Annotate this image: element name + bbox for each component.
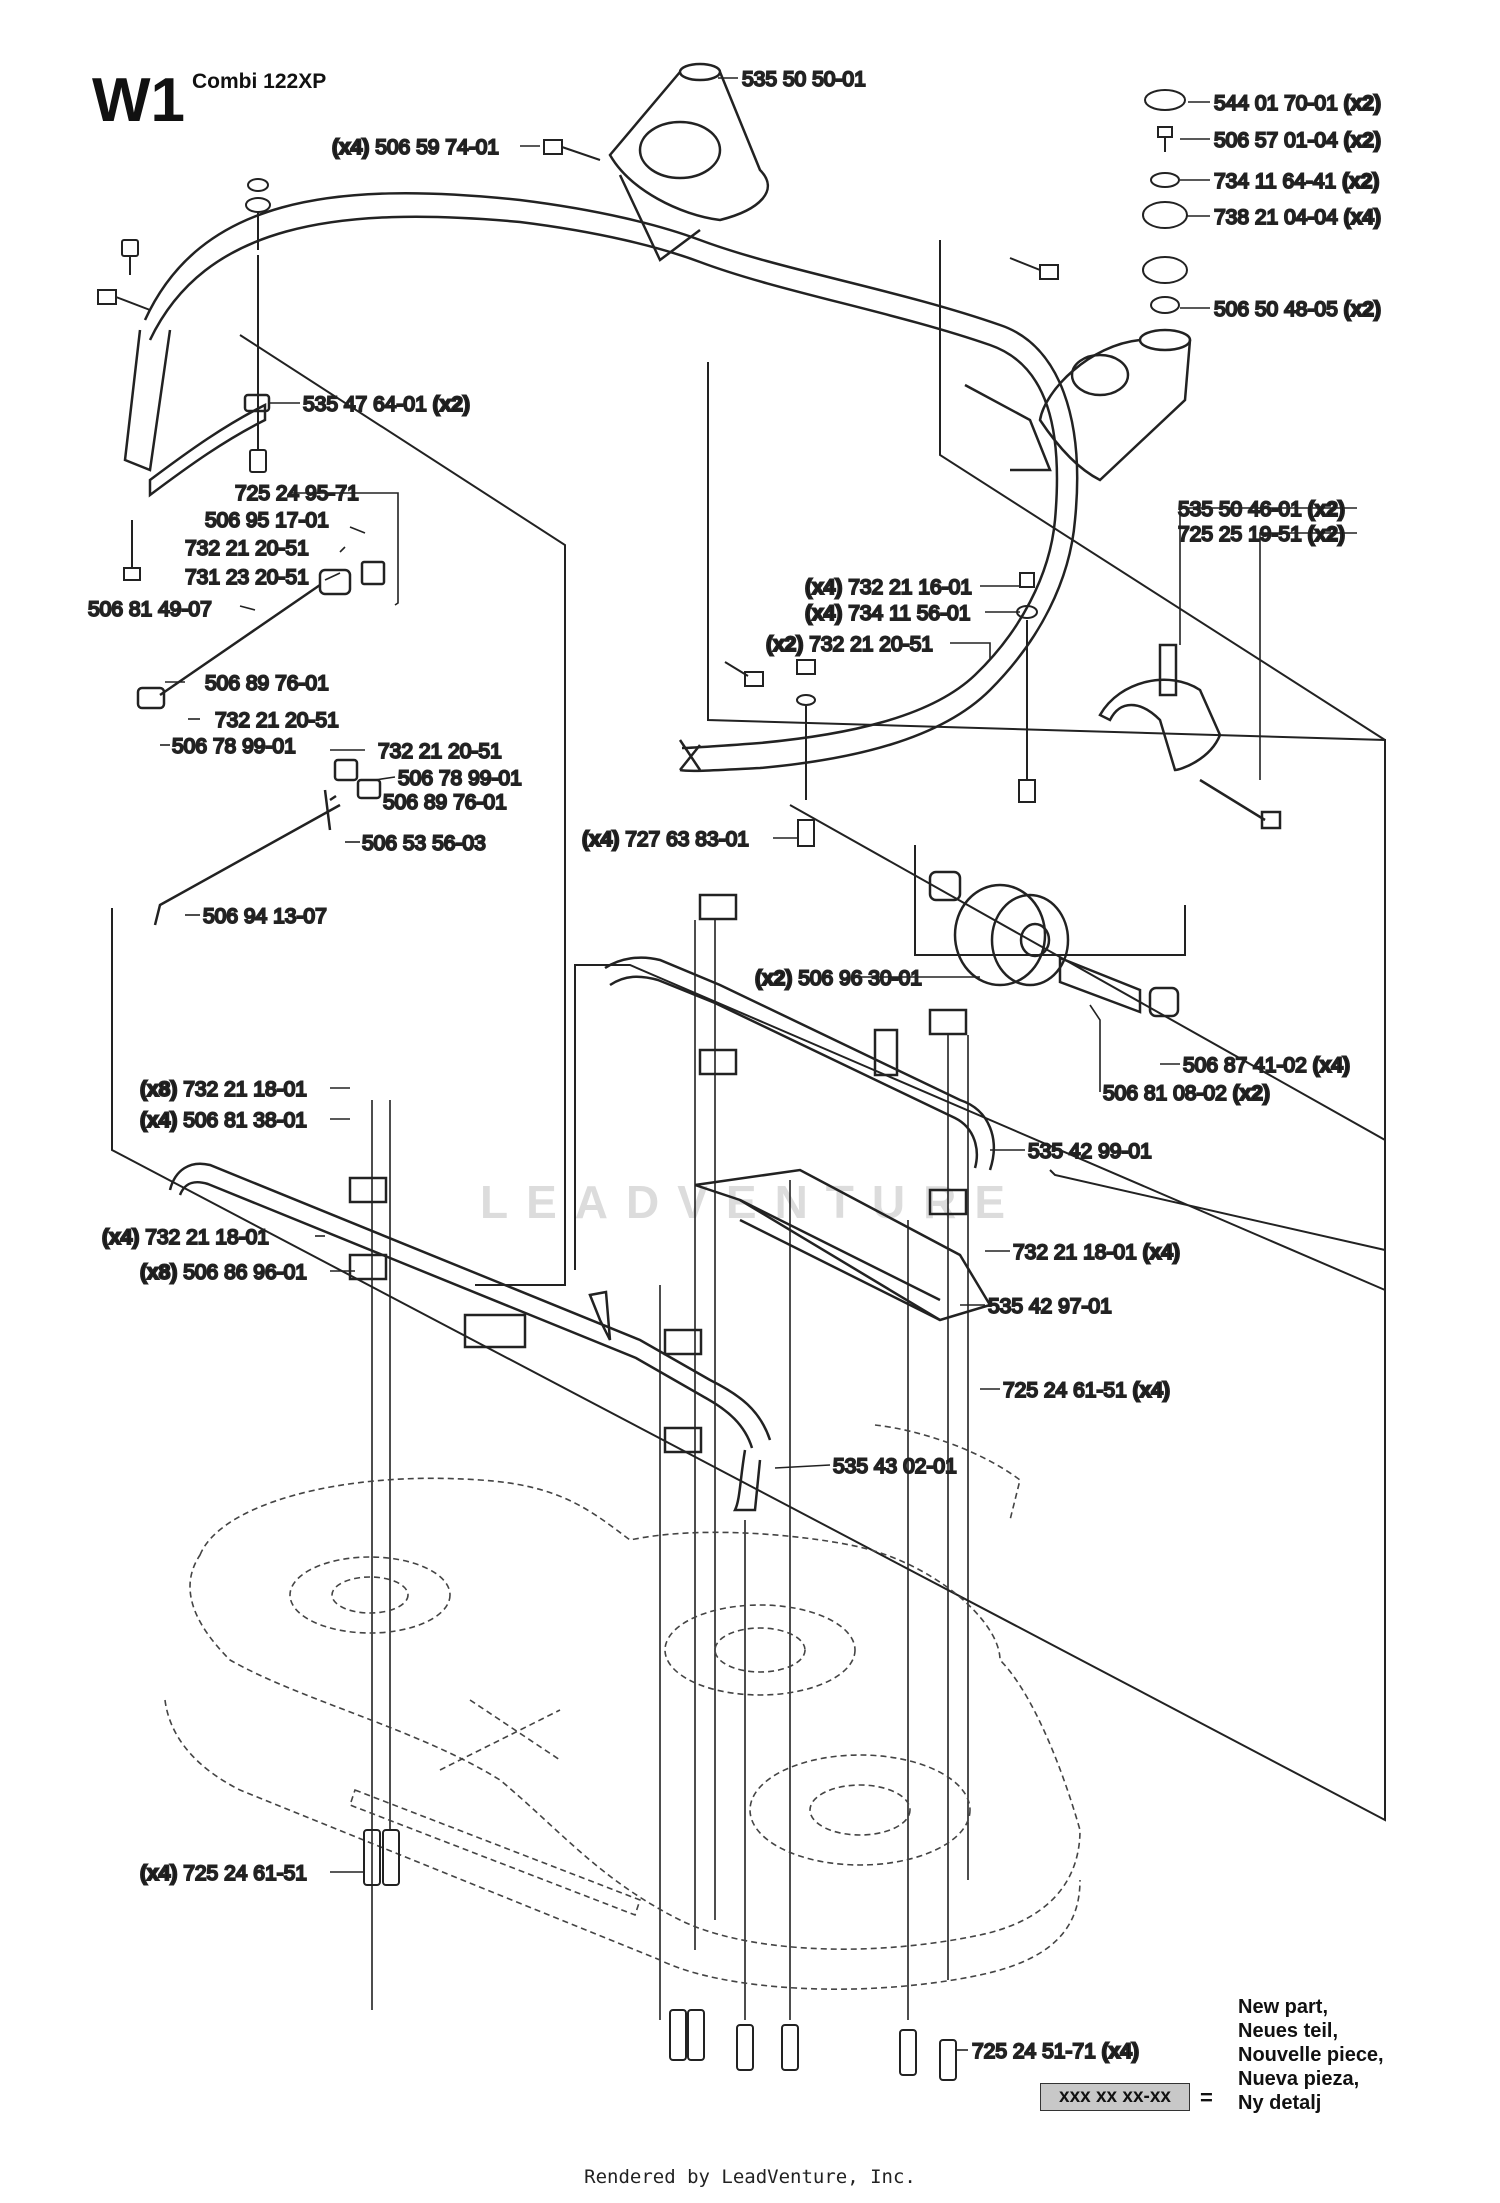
callout-label: 725 25 19-51 (x2) bbox=[1178, 523, 1345, 546]
callout-label: (x2) 506 96 30-01 bbox=[755, 967, 922, 990]
callout-label: (x4) 725 24 61-51 bbox=[140, 1862, 307, 1885]
center-support-bracket bbox=[695, 1170, 990, 1320]
lift-arm-frame bbox=[125, 193, 1077, 771]
callout-label: 535 42 99-01 bbox=[1028, 1140, 1152, 1163]
callout-label: 544 01 70-01 (x2) bbox=[1214, 92, 1381, 115]
callout-label: 734 11 64-41 (x2) bbox=[1214, 170, 1379, 193]
callout-label: 535 42 97-01 bbox=[988, 1295, 1112, 1318]
deck-wheel bbox=[930, 872, 1178, 1016]
diagram-code: W1 bbox=[92, 66, 185, 135]
callout-label: 506 57 01-04 (x2) bbox=[1214, 129, 1381, 152]
callout-label: 506 50 48-05 (x2) bbox=[1214, 298, 1381, 321]
rocker-bracket bbox=[1100, 645, 1280, 828]
callout-label: 732 21 20-51 bbox=[378, 740, 502, 763]
linkage-rods bbox=[138, 562, 384, 925]
rear-lift-shaft bbox=[170, 1164, 770, 1510]
callout-label: 506 94 13-07 bbox=[203, 905, 327, 928]
callout-label: 506 89 76-01 bbox=[383, 791, 507, 814]
callout-label: 506 53 56-03 bbox=[362, 832, 486, 855]
callout-label: 725 24 61-51 (x4) bbox=[1003, 1379, 1170, 1402]
assembly-frame-lines bbox=[111, 240, 1386, 1822]
callout-label: 738 21 04-04 (x4) bbox=[1214, 206, 1381, 229]
fasteners bbox=[98, 90, 1187, 846]
callout-leaders bbox=[160, 77, 1357, 2051]
callout-label: 732 21 20-51 bbox=[215, 709, 339, 732]
legend-line: Neues teil, bbox=[1238, 2020, 1339, 2042]
callout-label: (x4) 734 11 56-01 bbox=[805, 602, 970, 625]
callout-label: (x4) 727 63 83-01 bbox=[582, 828, 749, 851]
callout-label: 725 24 95-71 bbox=[235, 482, 359, 505]
callout-label: (x4) 732 21 16-01 bbox=[805, 576, 972, 599]
callout-label: 731 23 20-51 bbox=[185, 566, 309, 589]
model-name: Combi 122XP bbox=[192, 70, 327, 93]
callout-label: 506 78 99-01 bbox=[398, 767, 522, 790]
left-link-arm bbox=[150, 395, 269, 495]
callout-label: (x8) 732 21 18-01 bbox=[140, 1078, 307, 1101]
legend-line: Nouvelle piece, bbox=[1238, 2044, 1384, 2066]
pivot-housing-top bbox=[610, 64, 768, 260]
front-lift-shaft bbox=[605, 895, 994, 1214]
legend-line: Ny detalj bbox=[1238, 2092, 1322, 2114]
deck-bolts bbox=[364, 1830, 956, 2080]
callout-label: 506 87 41-02 (x4) bbox=[1183, 1054, 1350, 1077]
callout-label: 732 21 20-51 bbox=[185, 537, 309, 560]
callout-label: 506 78 99-01 bbox=[172, 735, 296, 758]
footer-credit: Rendered by LeadVenture, Inc. bbox=[584, 2166, 916, 2188]
new-part-legend: New part, Neues teil, Nouvelle piece, Nu… bbox=[1238, 1995, 1478, 2115]
callout-label: (x2) 732 21 20-51 bbox=[766, 633, 933, 656]
legend-sample-box: xxx xx xx-xx bbox=[1040, 2083, 1190, 2111]
callout-label: 506 81 08-02 (x2) bbox=[1103, 1082, 1270, 1105]
callout-label: 506 95 17-01 bbox=[205, 509, 329, 532]
callout-label: (x4) 732 21 18-01 bbox=[102, 1226, 269, 1249]
callout-label: 535 50 46-01 (x2) bbox=[1178, 498, 1345, 521]
legend-equals: = bbox=[1200, 2085, 1213, 2110]
callout-label: (x8) 506 86 96-01 bbox=[140, 1261, 307, 1284]
callout-label: (x4) 506 81 38-01 bbox=[140, 1109, 307, 1132]
callout-label: 725 24 51-71 (x4) bbox=[972, 2040, 1139, 2063]
callout-labels: 535 50 50-01 (x4) 506 59 74-01 544 01 70… bbox=[87, 67, 1382, 2064]
legend-line: Nueva pieza, bbox=[1238, 2068, 1360, 2090]
callout-label: 506 89 76-01 bbox=[205, 672, 329, 695]
callout-label: 506 81 49-07 bbox=[88, 598, 212, 621]
pivot-housing-right bbox=[965, 330, 1190, 480]
callout-label: 732 21 18-01 (x4) bbox=[1013, 1241, 1180, 1264]
legend-line: New part, bbox=[1238, 1996, 1329, 2018]
mower-deck bbox=[165, 1425, 1080, 1989]
callout-label: 535 47 64-01 (x2) bbox=[303, 393, 470, 416]
callout-label: (x4) 506 59 74-01 bbox=[332, 136, 499, 159]
vertical-rods bbox=[372, 920, 968, 2020]
callout-label: 535 43 02-01 bbox=[833, 1455, 957, 1478]
callout-label: 535 50 50-01 bbox=[742, 68, 866, 91]
